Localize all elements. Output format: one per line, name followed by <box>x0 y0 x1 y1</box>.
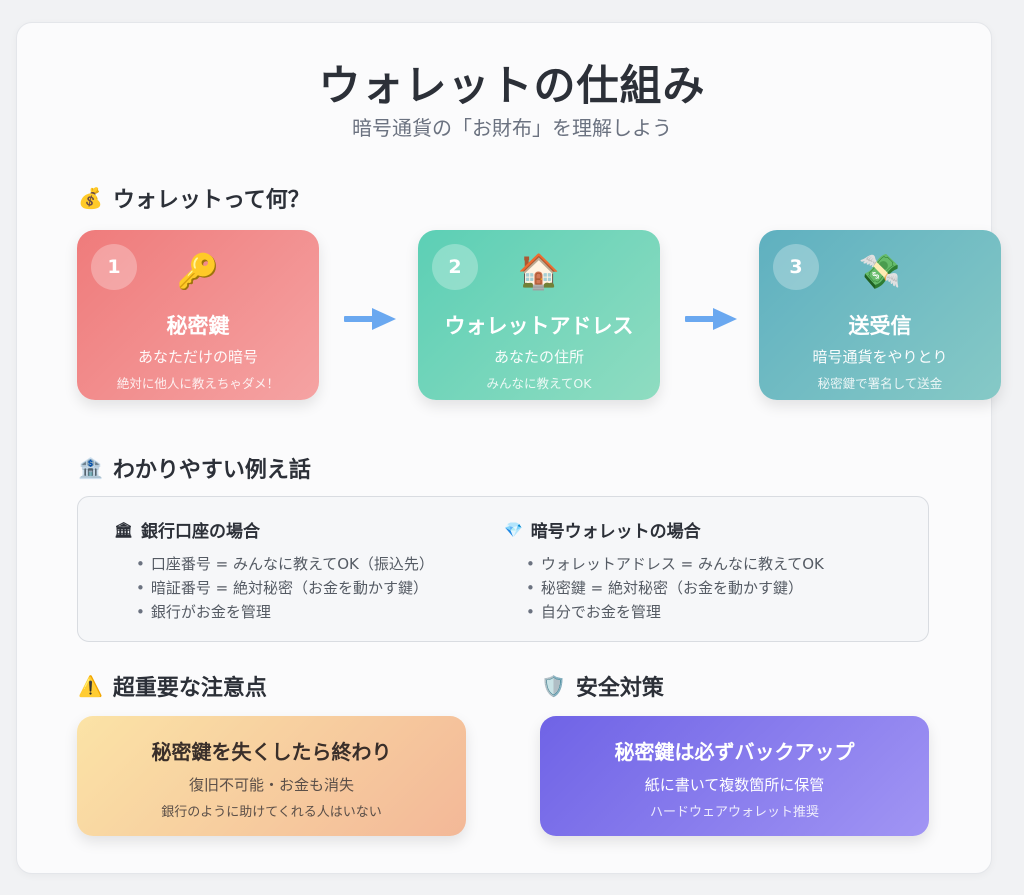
safety-box: 秘密鍵は必ずバックアップ 紙に書いて複数箇所に保管 ハードウェアウォレット推奨 <box>540 716 929 836</box>
safety-line-1: 紙に書いて複数箇所に保管 <box>644 776 825 794</box>
wallet-list: ウォレットアドレス = みんなに教えてOK 秘密鍵 = 絶対秘密（お金を動かす鍵… <box>526 552 824 624</box>
house-icon: 🏠 <box>517 252 561 292</box>
arrow-right-icon <box>344 308 396 330</box>
warning-box-title: 秘密鍵を失くしたら終わり <box>151 740 392 764</box>
wallet-column-title: 暗号ウォレットの場合 <box>530 522 701 542</box>
crypto-wallet-column: 💎 暗号ウォレットの場合 ウォレットアドレス = みんなに教えてOK 秘密鍵 =… <box>504 517 824 624</box>
list-item: 暗証番号 = 絶対秘密（お金を動かす鍵） <box>136 576 434 600</box>
step-name: 秘密鍵 <box>166 314 230 338</box>
gem-icon: 💎 <box>504 520 523 539</box>
step-note: 絶対に他人に教えちゃダメ！ <box>116 376 280 391</box>
list-item: 自分でお金を管理 <box>526 600 824 624</box>
page-title: ウォレットの仕組み <box>318 61 706 110</box>
bank-icon: 🏦 <box>78 456 103 480</box>
arrow-right-icon <box>685 308 737 330</box>
bank-list: 口座番号 = みんなに教えてOK（振込先） 暗証番号 = 絶対秘密（お金を動かす… <box>136 552 434 624</box>
step-name: ウォレットアドレス <box>444 314 634 338</box>
step-description: 暗号通貨をやりとり <box>812 348 948 366</box>
section-safety: 🛡️ 安全対策 <box>541 670 664 702</box>
section-safety-title: 安全対策 <box>575 676 664 701</box>
list-item: 秘密鍵 = 絶対秘密（お金を動かす鍵） <box>526 576 824 600</box>
step-wallet-address: 2 🏠 ウォレットアドレス あなたの住所 みんなに教えてOK <box>418 230 660 400</box>
section-what-is-wallet: 💰 ウォレットって何？ <box>78 182 310 214</box>
section-what-is-wallet-title: ウォレットって何？ <box>112 188 310 213</box>
step-private-key: 1 🔑 秘密鍵 あなただけの暗号 絶対に他人に教えちゃダメ！ <box>77 230 319 400</box>
warning-line-2: 銀行のように助けてくれる人はいない <box>161 805 382 820</box>
step-name: 送受信 <box>848 314 912 338</box>
bank-account-column: 🏛 銀行口座の場合 口座番号 = みんなに教えてOK（振込先） 暗証番号 = 絶… <box>114 517 434 624</box>
warning-icon: ⚠️ <box>78 674 103 698</box>
warning-box: 秘密鍵を失くしたら終わり 復旧不可能・お金も消失 銀行のように助けてくれる人はい… <box>77 716 466 836</box>
safety-line-2: ハードウェアウォレット推奨 <box>649 805 819 820</box>
money-wings-icon: 💸 <box>858 252 902 292</box>
shield-icon: 🛡️ <box>541 674 566 698</box>
section-warning: ⚠️ 超重要な注意点 <box>78 670 267 702</box>
classical-building-icon: 🏛 <box>114 520 134 539</box>
section-analogy: 🏦 わかりやすい例え話 <box>78 452 311 484</box>
key-icon: 🔑 <box>176 252 220 292</box>
warning-line-1: 復旧不可能・お金も消失 <box>188 776 354 794</box>
step-description: あなたの住所 <box>493 348 584 366</box>
page-subtitle: 暗号通貨の「お財布」を理解しよう <box>352 116 672 140</box>
comparison-box: 🏛 銀行口座の場合 口座番号 = みんなに教えてOK（振込先） 暗証番号 = 絶… <box>77 496 929 642</box>
section-warning-title: 超重要な注意点 <box>112 676 267 701</box>
step-number: 3 <box>773 244 819 290</box>
list-item: 口座番号 = みんなに教えてOK（振込先） <box>136 552 434 576</box>
list-item: 銀行がお金を管理 <box>136 600 434 624</box>
list-item: ウォレットアドレス = みんなに教えてOK <box>526 552 824 576</box>
step-send-receive: 3 💸 送受信 暗号通貨をやりとり 秘密鍵で署名して送金 <box>759 230 1001 400</box>
money-bag-icon: 💰 <box>78 186 103 210</box>
step-note: みんなに教えてOK <box>486 376 592 391</box>
step-description: あなただけの暗号 <box>137 348 258 366</box>
section-analogy-title: わかりやすい例え話 <box>112 458 311 483</box>
step-number: 1 <box>91 244 137 290</box>
step-note: 秘密鍵で署名して送金 <box>817 376 943 391</box>
safety-box-title: 秘密鍵は必ずバックアップ <box>614 740 855 764</box>
bank-column-title: 銀行口座の場合 <box>141 522 261 542</box>
step-number: 2 <box>432 244 478 290</box>
